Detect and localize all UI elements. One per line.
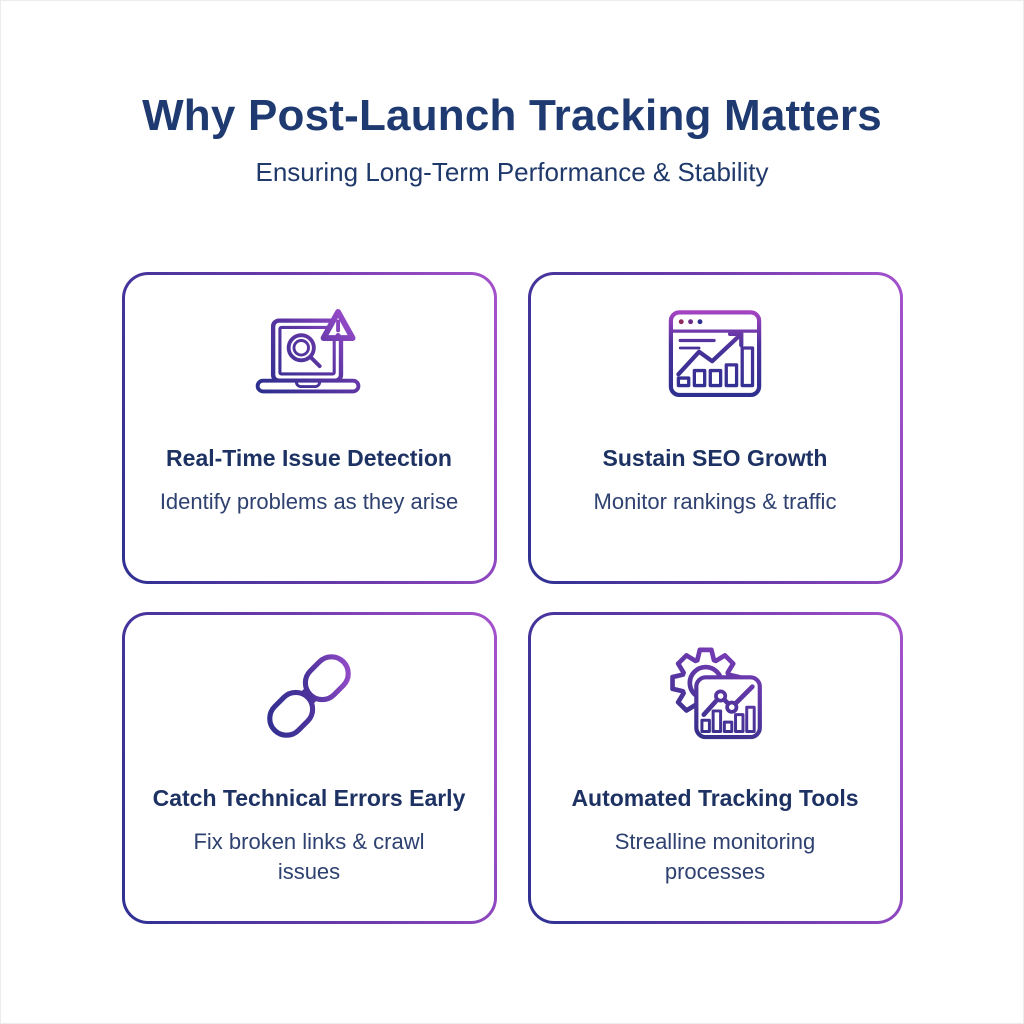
card-title: Automated Tracking Tools bbox=[571, 785, 859, 811]
laptop-search-warning-icon bbox=[246, 299, 372, 413]
page-subtitle: Ensuring Long-Term Performance & Stabili… bbox=[255, 157, 769, 187]
card-automated-tracking-tools: Automated Tracking Tools Strealline moni… bbox=[527, 612, 903, 924]
chain-link-icon bbox=[253, 639, 365, 753]
card-sustain-seo-growth: Sustain SEO Growth Monitor rankings & tr… bbox=[527, 272, 903, 584]
page-title: Why Post-Launch Tracking Matters bbox=[142, 91, 882, 140]
card-description: Identify problems as they arise bbox=[159, 489, 459, 514]
card-title: Sustain SEO Growth bbox=[602, 445, 828, 471]
gear-analytics-icon bbox=[659, 639, 771, 753]
card-title: Catch Technical Errors Early bbox=[152, 785, 466, 811]
card-description: Fix broken links & crawl issues bbox=[193, 829, 425, 884]
card-title: Real-Time Issue Detection bbox=[166, 445, 452, 471]
card-description: Monitor rankings & traffic bbox=[593, 489, 837, 514]
card-catch-technical-errors: Catch Technical Errors Early Fix broken … bbox=[121, 612, 497, 924]
card-description: Strealline monitoring processes bbox=[614, 829, 816, 884]
header: Why Post-Launch Tracking Matters Ensurin… bbox=[1, 1, 1023, 188]
card-real-time-issue-detection: Real-Time Issue Detection Identify probl… bbox=[121, 272, 497, 584]
card-grid: Real-Time Issue Detection Identify probl… bbox=[121, 272, 903, 924]
browser-growth-chart-icon bbox=[654, 299, 776, 413]
